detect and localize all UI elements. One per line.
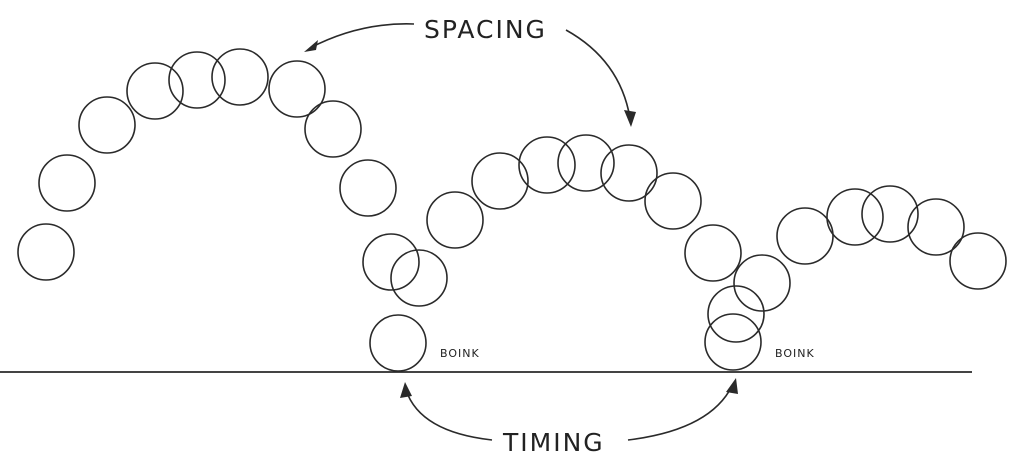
boink-label-1: BOINK	[440, 347, 480, 360]
ball-18	[644, 172, 702, 230]
spacing-arrow-right	[565, 29, 636, 127]
boink-label-2: BOINK	[775, 347, 815, 360]
ball-14	[471, 152, 529, 210]
ball-positions	[17, 48, 1007, 372]
ball-19	[684, 224, 742, 282]
ball-7	[268, 60, 326, 118]
ball-21	[707, 285, 765, 343]
ball-11	[390, 249, 448, 307]
ball-6	[211, 48, 269, 106]
ball-22	[704, 313, 762, 371]
ball-24	[826, 188, 884, 246]
spacing-arrow-left	[304, 23, 415, 52]
ball-15	[518, 136, 576, 194]
timing-arrow-left	[400, 382, 493, 441]
ball-26	[907, 198, 965, 256]
ball-12	[369, 314, 427, 372]
ball-20	[733, 254, 791, 312]
ball-13	[426, 191, 484, 249]
ball-23	[776, 207, 834, 265]
ball-8	[304, 100, 362, 158]
ball-27	[949, 232, 1007, 290]
ball-16	[557, 134, 615, 192]
timing-label: TIMING	[502, 428, 605, 457]
ball-9	[339, 159, 397, 217]
ball-3	[78, 96, 136, 154]
ball-10	[362, 233, 420, 291]
ball-1	[17, 223, 75, 281]
timing-arrow-right	[627, 378, 738, 441]
ball-5	[168, 51, 226, 109]
ball-2	[38, 154, 96, 212]
ball-4	[126, 62, 184, 120]
ball-25	[861, 185, 919, 243]
spacing-label: SPACING	[424, 15, 547, 44]
ball-17	[600, 144, 658, 202]
